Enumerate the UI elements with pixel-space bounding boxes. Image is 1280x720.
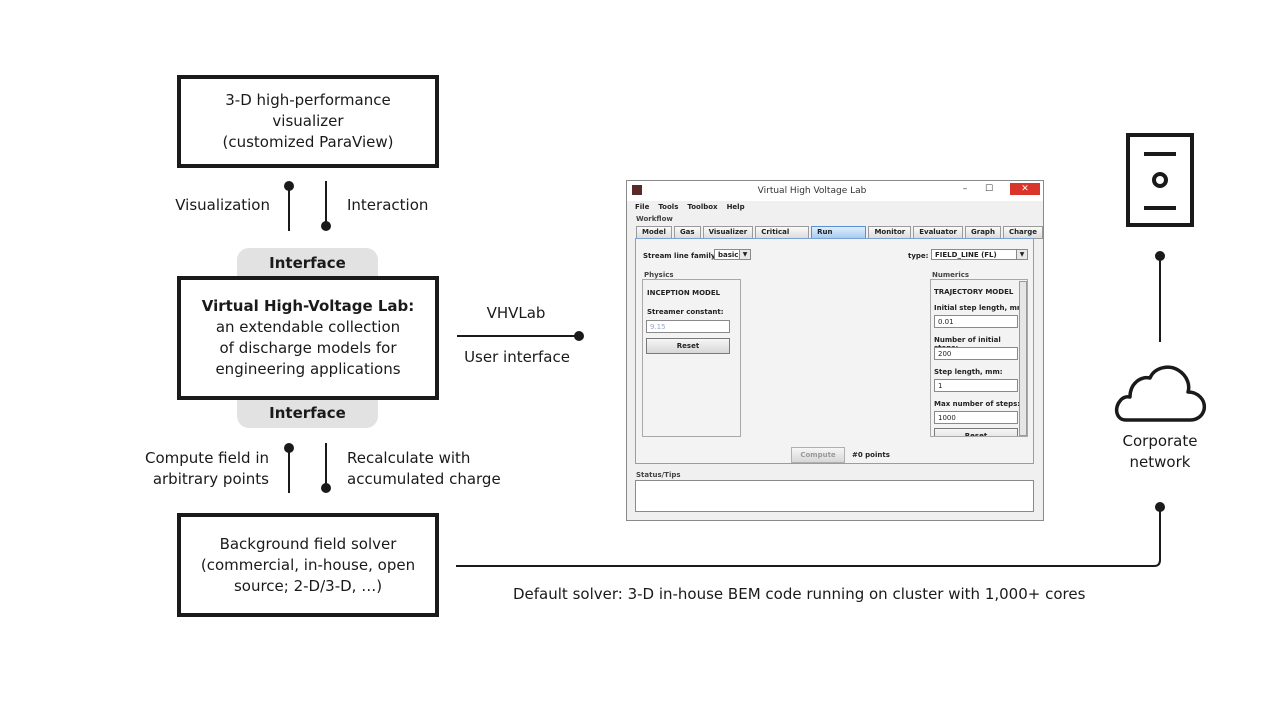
corporate-line-2: network <box>1129 453 1191 471</box>
vhvlab-line-2: of discharge models for <box>219 339 397 357</box>
cloud-icon <box>1114 365 1207 422</box>
numerics-reset-button[interactable]: Reset <box>934 428 1018 436</box>
compute-field-dot <box>284 443 294 453</box>
max-steps-input[interactable]: 1000 <box>934 411 1018 424</box>
interface-label-bottom: Interface <box>269 404 346 422</box>
step-length-label: Step length, mm: <box>934 368 1003 376</box>
recalculate-line-2: accumulated charge <box>347 470 501 488</box>
initial-steps-input[interactable]: 200 <box>934 347 1018 360</box>
physics-group: INCEPTION MODEL Streamer constant: 9.15 … <box>642 279 741 437</box>
compute-field-line-2: arbitrary points <box>152 470 269 488</box>
step-length-input[interactable]: 1 <box>934 379 1018 392</box>
interaction-dot <box>321 221 331 231</box>
maximize-button[interactable]: ☐ <box>984 184 994 194</box>
compute-field-line-1: Compute field in <box>145 449 269 467</box>
visualization-dot <box>284 181 294 191</box>
vhvlab-line-3: engineering applications <box>215 360 401 378</box>
tab-gas[interactable]: Gas <box>673 226 701 239</box>
points-count: #0 points <box>852 451 890 459</box>
vhvlab-line-1: an extendable collection <box>215 318 401 336</box>
recalculate-line-1: Recalculate with <box>347 449 471 467</box>
visualizer-box: 3-D high-performance visualizer (customi… <box>177 75 439 168</box>
visualization-label: Visualization <box>175 196 270 214</box>
default-solver-label: Default solver: 3-D in-house BEM code ru… <box>513 585 1086 603</box>
inception-model-label: INCEPTION MODEL <box>647 289 721 297</box>
menu-help[interactable]: Help <box>726 203 745 211</box>
corporate-line-1: Corporate <box>1122 432 1198 450</box>
minimize-button[interactable]: – <box>962 184 968 194</box>
app-icon <box>632 185 642 195</box>
visualizer-line-2: visualizer <box>272 112 344 130</box>
network-dot <box>1155 502 1165 512</box>
type-value: FIELD_LINE (FL) <box>935 251 997 259</box>
vhvlab-box: Virtual High-Voltage Lab: an extendable … <box>177 276 439 400</box>
visualizer-line-1: 3-D high-performance <box>225 91 391 109</box>
stream-family-value: basic <box>718 251 739 259</box>
chevron-down-icon: ▼ <box>1016 250 1027 259</box>
corporate-network-label: Corporate network <box>1100 431 1220 473</box>
app-window: Virtual High Voltage Lab – ☐ ✕ File Tool… <box>626 180 1044 521</box>
solver-line-1: Background field solver <box>219 534 397 553</box>
menu-tools[interactable]: Tools <box>658 203 679 211</box>
interface-tab-bottom: Interface <box>237 398 378 428</box>
type-label: type: <box>908 252 929 260</box>
max-steps-label: Max number of steps: <box>934 400 1021 408</box>
visualizer-line-3: (customized ParaView) <box>222 133 394 151</box>
vhvlab-label: VHVLab <box>486 304 546 322</box>
app-title: Virtual High Voltage Lab <box>757 186 867 196</box>
solver-line-3: source; 2-D/3-D, …) <box>233 576 383 595</box>
streamer-constant-input[interactable]: 9.15 <box>646 320 730 333</box>
compute-button[interactable]: Compute <box>791 447 845 463</box>
menu-bar: File Tools Toolbox Help <box>635 203 745 211</box>
menu-file[interactable]: File <box>635 203 650 211</box>
server-icon <box>1126 133 1194 227</box>
interface-label-top: Interface <box>269 254 346 272</box>
initial-step-length-input[interactable]: 0.01 <box>934 315 1018 328</box>
physics-reset-button[interactable]: Reset <box>646 338 730 354</box>
chevron-down-icon: ▼ <box>739 250 750 259</box>
recalculate-label: Recalculate with accumulated charge <box>347 448 501 490</box>
status-tips-label: Status/Tips <box>636 471 681 479</box>
solver-line-2: (commercial, in-house, open <box>200 555 416 574</box>
trajectory-model-label: TRAJECTORY MODEL <box>934 288 1014 296</box>
vhvlab-title: Virtual High-Voltage Lab: <box>201 297 415 315</box>
interaction-label: Interaction <box>347 196 429 214</box>
server-dot <box>1155 251 1165 261</box>
recalculate-dot <box>321 483 331 493</box>
run-streamer-panel: Stream line family: basic ▼ type: FIELD_… <box>635 238 1034 464</box>
solver-box: Background field solver (commercial, in-… <box>177 513 439 617</box>
user-interface-label: User interface <box>464 348 570 366</box>
ui-connector-dot <box>574 331 584 341</box>
status-tips-box <box>635 480 1034 512</box>
streamer-constant-label: Streamer constant: <box>647 308 724 316</box>
physics-title: Physics <box>642 271 676 279</box>
menu-toolbox[interactable]: Toolbox <box>687 203 718 211</box>
compute-field-label: Compute field in arbitrary points <box>118 448 269 490</box>
interface-tab-top: Interface <box>237 248 378 278</box>
numerics-scrollbar[interactable] <box>1019 281 1027 436</box>
numerics-title: Numerics <box>930 271 972 279</box>
workflow-label: Workflow <box>636 215 673 223</box>
app-titlebar: Virtual High Voltage Lab – ☐ ✕ <box>627 181 1043 201</box>
type-select[interactable]: FIELD_LINE (FL) ▼ <box>931 249 1028 260</box>
initial-step-length-label: Initial step length, mm: <box>934 304 1027 312</box>
close-button[interactable]: ✕ <box>1010 183 1040 195</box>
numerics-group: TRAJECTORY MODEL Initial step length, mm… <box>930 279 1028 437</box>
stream-family-select[interactable]: basic ▼ <box>714 249 751 260</box>
stream-family-label: Stream line family: <box>643 252 719 260</box>
solver-network-corner <box>1153 507 1161 567</box>
